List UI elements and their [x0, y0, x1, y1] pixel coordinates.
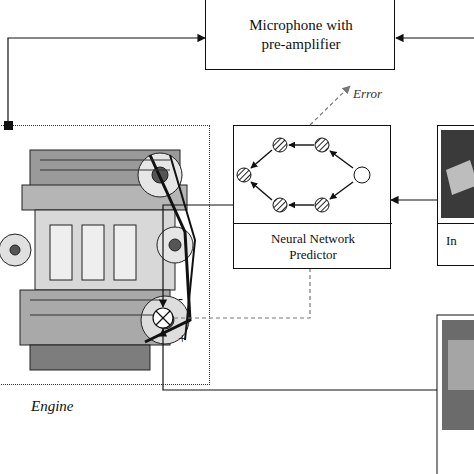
engine-label: Engine — [31, 398, 151, 420]
signal-connector — [8, 38, 205, 125]
summing-junction — [153, 308, 173, 328]
image-box: In — [437, 125, 474, 266]
predictor-box: Neural Network Predictor — [233, 125, 391, 269]
signal-wire — [163, 205, 233, 307]
box-title: Neural Network Predictor — [234, 223, 392, 270]
engine-illustration — [0, 150, 195, 370]
image-detail — [448, 340, 474, 390]
sign-label: + — [178, 330, 186, 347]
signal-wire — [396, 37, 474, 38]
box-title: In — [438, 223, 474, 267]
box-title: Microphone with pre-amplifier — [206, 0, 396, 71]
signal-connector — [391, 199, 437, 200]
error-arrow — [310, 86, 350, 125]
image-box — [437, 315, 474, 474]
sign-label: - — [178, 290, 183, 307]
error-label: Error — [353, 86, 382, 102]
image-panel — [442, 320, 474, 430]
signal-wire — [163, 329, 437, 390]
process-box: Microphone with pre-amplifier — [205, 0, 395, 70]
error-wire — [174, 269, 310, 318]
